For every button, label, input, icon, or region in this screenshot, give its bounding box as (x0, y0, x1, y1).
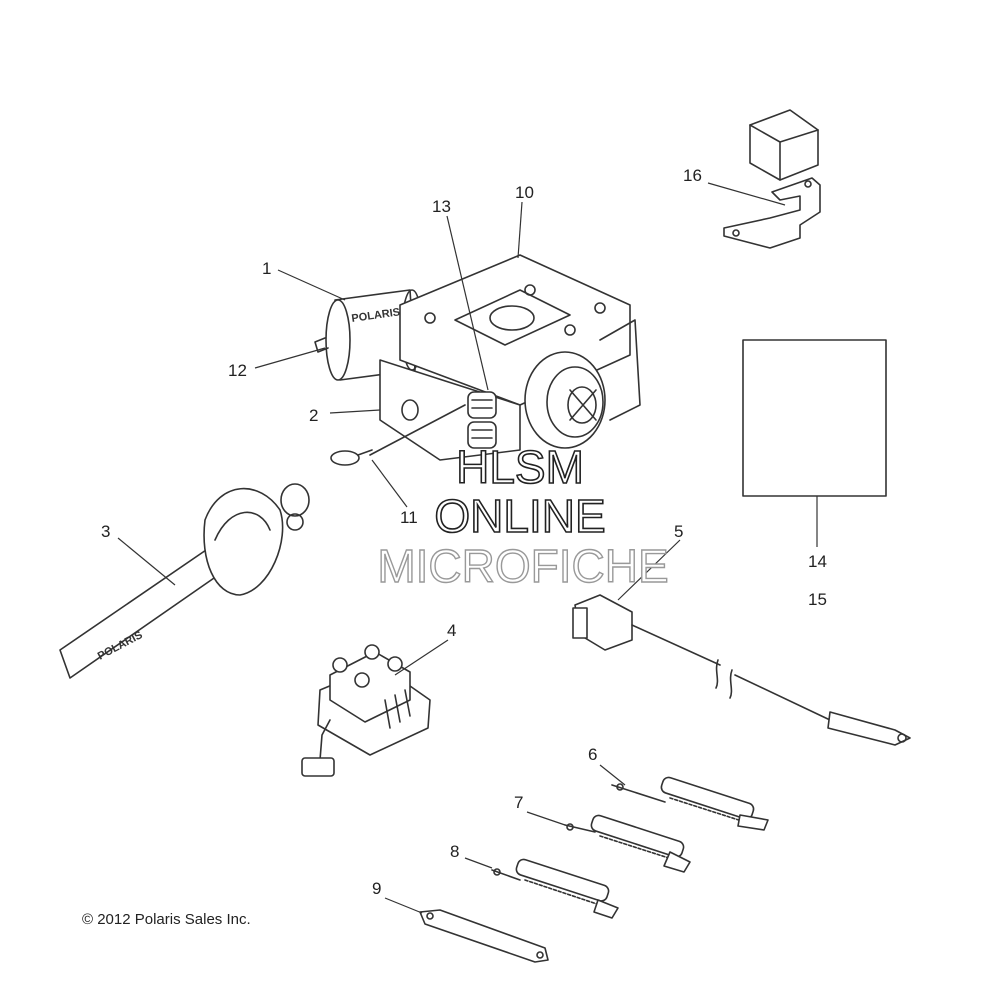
callout-13: 13 (432, 197, 451, 216)
callout-4: 4 (447, 621, 456, 640)
callout-2: 2 (309, 406, 318, 425)
part-16-bracket (723, 109, 821, 249)
callout-1: 1 (262, 259, 271, 278)
watermark: HLSM ONLINE MICROFICHE (377, 440, 670, 593)
part-4-contactor (301, 644, 431, 777)
callout-8: 8 (450, 842, 459, 861)
callout-labels: 1 2 3 4 5 6 7 8 9 10 11 12 13 14 15 16 (101, 166, 827, 898)
part-14-decal (742, 339, 887, 497)
callout-15: 15 (808, 590, 827, 609)
callout-12: 12 (228, 361, 247, 380)
part-6-cable (611, 776, 769, 831)
part-7-cable (564, 814, 691, 873)
callout-11: 11 (400, 508, 418, 527)
callout-7: 7 (514, 793, 523, 812)
callout-6: 6 (588, 745, 597, 764)
part-5-remote-switch (572, 594, 911, 746)
part-9-cable (419, 909, 549, 963)
callout-14: 14 (808, 552, 827, 571)
watermark-line-3: MICROFICHE (377, 540, 668, 592)
leader-lines (117, 182, 818, 914)
winch-assembly: POLARIS (314, 254, 641, 466)
watermark-line-2: ONLINE (434, 490, 605, 542)
callout-16: 16 (683, 166, 702, 185)
callout-9: 9 (372, 879, 381, 898)
part-3-strap-hook: POLARIS (59, 483, 310, 679)
callout-5: 5 (674, 522, 683, 541)
callout-3: 3 (101, 522, 110, 541)
watermark-line-1: HLSM (456, 441, 584, 493)
part-8-cable (491, 858, 619, 919)
copyright-notice: © 2012 Polaris Sales Inc. (82, 911, 251, 928)
callout-10: 10 (515, 183, 534, 202)
